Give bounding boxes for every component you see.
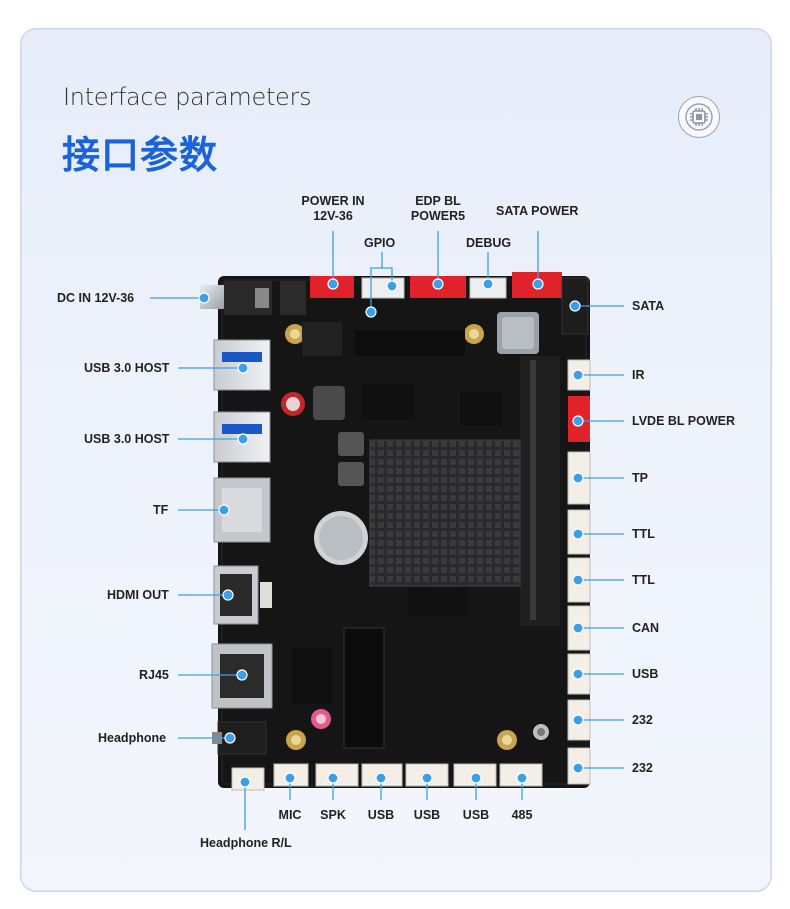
label-sata: SATA (632, 299, 665, 313)
label-gpio: GPIO (364, 236, 396, 250)
chip-icon (678, 96, 720, 138)
label-headphone: Headphone (98, 731, 167, 745)
rj45-port (211, 643, 273, 709)
label-usb-bottom-3: USB (462, 808, 490, 822)
label-ttl-2: TTL (632, 573, 655, 587)
leader-lines (150, 231, 624, 830)
label-rj45: RJ45 (139, 668, 169, 682)
label-power-in: POWER IN 12V-36 (298, 194, 368, 224)
label-ttl-1: TTL (632, 527, 655, 541)
label-tf: TF (153, 503, 169, 517)
dc-jack (200, 281, 306, 315)
label-can: CAN (632, 621, 660, 635)
title-english: Interface parameters (63, 83, 312, 111)
label-usb30-host-1: USB 3.0 HOST (84, 361, 170, 375)
title-chinese: 接口参数 (62, 133, 219, 177)
marker-dots (198, 278, 584, 788)
heatsink (369, 439, 521, 587)
label-usb-bottom-2: USB (413, 808, 441, 822)
label-debug: DEBUG (466, 236, 512, 250)
label-232-2: 232 (632, 761, 653, 775)
label-power-in-line1: POWER IN (301, 194, 365, 208)
components (281, 384, 502, 749)
label-hdmi-out: HDMI OUT (107, 588, 169, 602)
label-edp-bl: EDP BL POWER5 (406, 194, 470, 224)
label-spk: SPK (320, 808, 346, 822)
bottom-connectors (231, 763, 543, 791)
label-usb-bottom-1: USB (367, 808, 395, 822)
label-usb30-host-2: USB 3.0 HOST (84, 432, 170, 446)
label-dc-in: DC IN 12V-36 (57, 291, 135, 305)
label-usb-right: USB (632, 667, 659, 681)
label-edp-bl-line1: EDP BL (415, 194, 461, 208)
label-485: 485 (511, 808, 533, 822)
label-edp-bl-line2: POWER5 (410, 209, 466, 223)
label-mic: MIC (278, 808, 302, 822)
usb3-ports (213, 339, 271, 463)
label-power-in-line2: 12V-36 (313, 209, 353, 223)
mounting-holes (285, 324, 549, 750)
label-sata-power: SATA POWER (496, 204, 579, 218)
label-headphone-rl: Headphone R/L (200, 836, 292, 850)
top-connectors (302, 272, 589, 356)
label-tp: TP (632, 471, 648, 485)
label-ir: IR (632, 368, 645, 382)
label-232-1: 232 (632, 713, 653, 727)
label-lvde-bl-power: LVDE BL POWER (632, 414, 736, 428)
